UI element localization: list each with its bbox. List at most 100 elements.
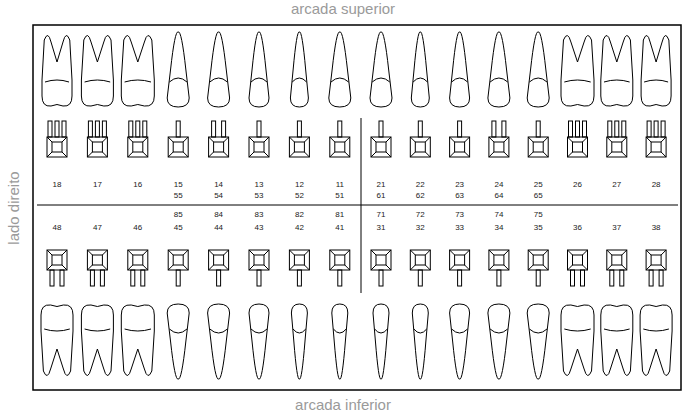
face-line — [410, 152, 415, 157]
face-line — [87, 265, 92, 270]
occlusal-face — [415, 255, 425, 265]
face-line — [465, 137, 470, 142]
tooth-symbol — [646, 137, 666, 157]
face-line — [224, 265, 229, 270]
occlusal-face — [455, 142, 465, 152]
root-symbol — [136, 121, 140, 137]
chart-frame — [33, 25, 681, 390]
occlusal-face — [533, 255, 543, 265]
tooth-number: 17 — [93, 180, 102, 190]
face-line — [622, 137, 627, 142]
root-symbol — [141, 270, 145, 286]
tooth-number: 62 — [416, 191, 425, 201]
face-line — [183, 152, 188, 157]
root-symbol — [55, 121, 59, 137]
face-line — [646, 137, 651, 142]
cervical-line — [125, 329, 151, 331]
tooth-number: 11 — [336, 180, 344, 190]
tooth-number: 54 — [214, 191, 223, 201]
occlusal-face — [254, 255, 264, 265]
root-symbol — [615, 121, 619, 137]
tooth-number: 81 — [335, 210, 344, 220]
tooth-number: 84 — [214, 210, 223, 220]
cervical-line — [529, 78, 547, 82]
root-symbol — [48, 121, 52, 137]
face-line — [607, 250, 612, 255]
tooth-number: 64 — [494, 191, 503, 201]
face-line — [209, 137, 214, 142]
face-line — [102, 265, 107, 270]
cervical-line — [169, 329, 187, 333]
root-symbol — [100, 270, 104, 286]
face-line — [410, 250, 415, 255]
occlusal-face — [294, 142, 304, 152]
arch-divider — [37, 205, 678, 206]
occlusal-face — [612, 142, 622, 152]
root-symbol — [50, 270, 54, 286]
face-line — [289, 152, 294, 157]
tooth-outline — [601, 305, 633, 376]
cervical-line — [452, 329, 468, 333]
cervical-line — [251, 78, 267, 82]
tooth-number: 15 — [174, 180, 183, 190]
face-line — [143, 152, 148, 157]
cervical-line — [490, 329, 508, 333]
face-line — [264, 137, 269, 142]
face-line — [183, 250, 188, 255]
face-line — [386, 250, 391, 255]
midline — [361, 118, 362, 293]
root-symbol — [458, 270, 462, 286]
face-line — [47, 265, 52, 270]
occlusal-face — [52, 255, 62, 265]
face-line — [264, 250, 269, 255]
cervical-line — [293, 329, 306, 333]
tooth-symbol — [330, 137, 350, 157]
face-line — [47, 152, 52, 157]
occlusal-face — [573, 142, 583, 152]
tooth-outline — [561, 305, 594, 376]
face-line — [646, 265, 651, 270]
occlusal-face — [573, 255, 583, 265]
tooth-number: 27 — [612, 180, 621, 190]
tooth-symbol — [168, 250, 188, 270]
cervical-line — [45, 80, 69, 82]
face-line — [87, 152, 92, 157]
cervical-line — [292, 78, 306, 82]
tooth-symbol — [47, 137, 67, 157]
face-line — [622, 250, 627, 255]
root-symbol — [569, 121, 573, 137]
face-line — [450, 250, 455, 255]
face-line — [264, 152, 269, 157]
face-line — [304, 137, 309, 142]
tooth-number: 32 — [416, 223, 425, 233]
tooth-number: 47 — [93, 223, 102, 233]
tooth-symbol — [450, 137, 470, 157]
tooth-outline — [411, 32, 429, 107]
root-symbol — [257, 121, 261, 137]
occlusal-face — [133, 255, 143, 265]
face-line — [410, 265, 415, 270]
tooth-number: 22 — [416, 180, 425, 190]
tooth-number: 51 — [335, 191, 344, 201]
face-line — [465, 152, 470, 157]
face-line — [289, 137, 294, 142]
face-line — [568, 250, 573, 255]
face-line — [450, 152, 455, 157]
face-line — [224, 250, 229, 255]
cervical-line — [414, 329, 427, 333]
face-line — [183, 265, 188, 270]
tooth-symbol — [87, 250, 107, 270]
face-line — [661, 137, 666, 142]
root-symbol — [497, 270, 501, 286]
tooth-number: 33 — [455, 223, 464, 233]
occlusal-face — [376, 142, 386, 152]
root-symbol — [95, 121, 99, 137]
face-line — [622, 152, 627, 157]
tooth-outline — [41, 305, 73, 376]
face-line — [504, 265, 509, 270]
root-symbol — [581, 270, 585, 286]
tooth-number: 82 — [295, 210, 304, 220]
cervical-line — [85, 329, 111, 331]
tooth-outline — [641, 35, 671, 106]
face-line — [528, 152, 533, 157]
